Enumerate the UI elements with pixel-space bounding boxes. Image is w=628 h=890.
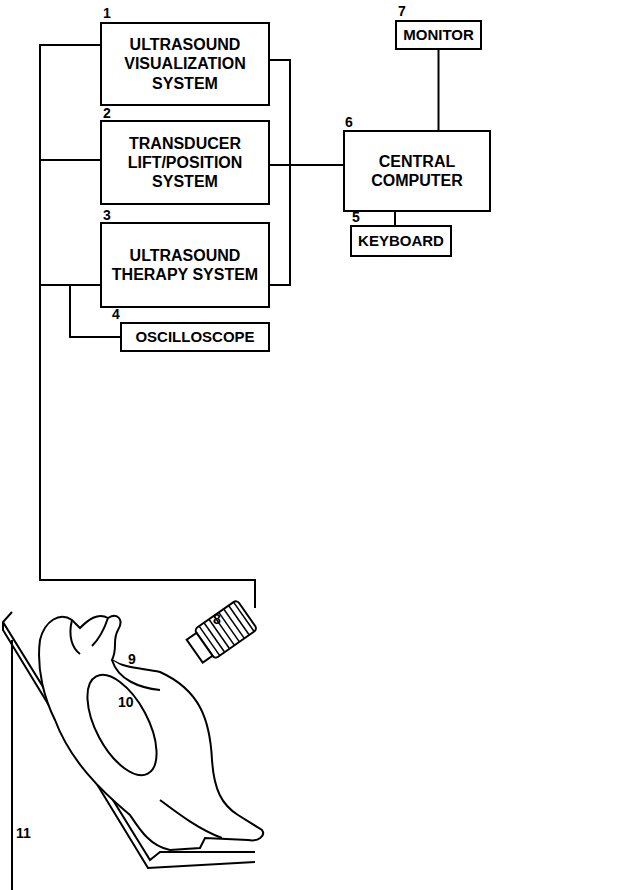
- callout-number: 7: [398, 4, 406, 18]
- system-box: ULTRASOUND VISUALIZATION SYSTEM: [100, 22, 270, 106]
- callout-number: 6: [345, 115, 353, 129]
- callout-number: 10: [118, 695, 134, 709]
- callout-number: 3: [103, 208, 111, 222]
- connector: [395, 212, 396, 225]
- system-box: ULTRASOUND THERAPY SYSTEM: [100, 222, 270, 308]
- system-box: TRANSDUCER LIFT/POSITION SYSTEM: [100, 120, 270, 205]
- device-box: MONITOR: [395, 20, 482, 50]
- box-label: TRANSDUCER LIFT/POSITION SYSTEM: [108, 134, 262, 192]
- pig: [39, 616, 263, 850]
- box-label: CENTRAL COMPUTER: [351, 152, 483, 190]
- callout-number: 11: [16, 826, 31, 840]
- callout-number: 5: [352, 210, 360, 224]
- computer-box: CENTRAL COMPUTER: [343, 130, 491, 212]
- box-label: KEYBOARD: [358, 232, 444, 250]
- box-label: OSCILLOSCOPE: [135, 328, 254, 346]
- connector: [270, 165, 343, 285]
- connector: [438, 50, 439, 130]
- transducer-ribs: [199, 602, 254, 656]
- box-label: ULTRASOUND VISUALIZATION SYSTEM: [108, 35, 262, 93]
- device-box: KEYBOARD: [350, 225, 452, 257]
- transducer: [184, 600, 257, 666]
- callout-number: 1: [103, 6, 111, 20]
- callout-number: 4: [112, 307, 120, 321]
- callout-number: 8: [213, 612, 221, 626]
- box-label: ULTRASOUND THERAPY SYSTEM: [108, 246, 262, 284]
- device-box: OSCILLOSCOPE: [120, 322, 270, 352]
- connector: [270, 60, 343, 165]
- box-label: MONITOR: [403, 26, 474, 44]
- callout-number: 9: [128, 652, 136, 666]
- callout-number: 2: [103, 106, 111, 120]
